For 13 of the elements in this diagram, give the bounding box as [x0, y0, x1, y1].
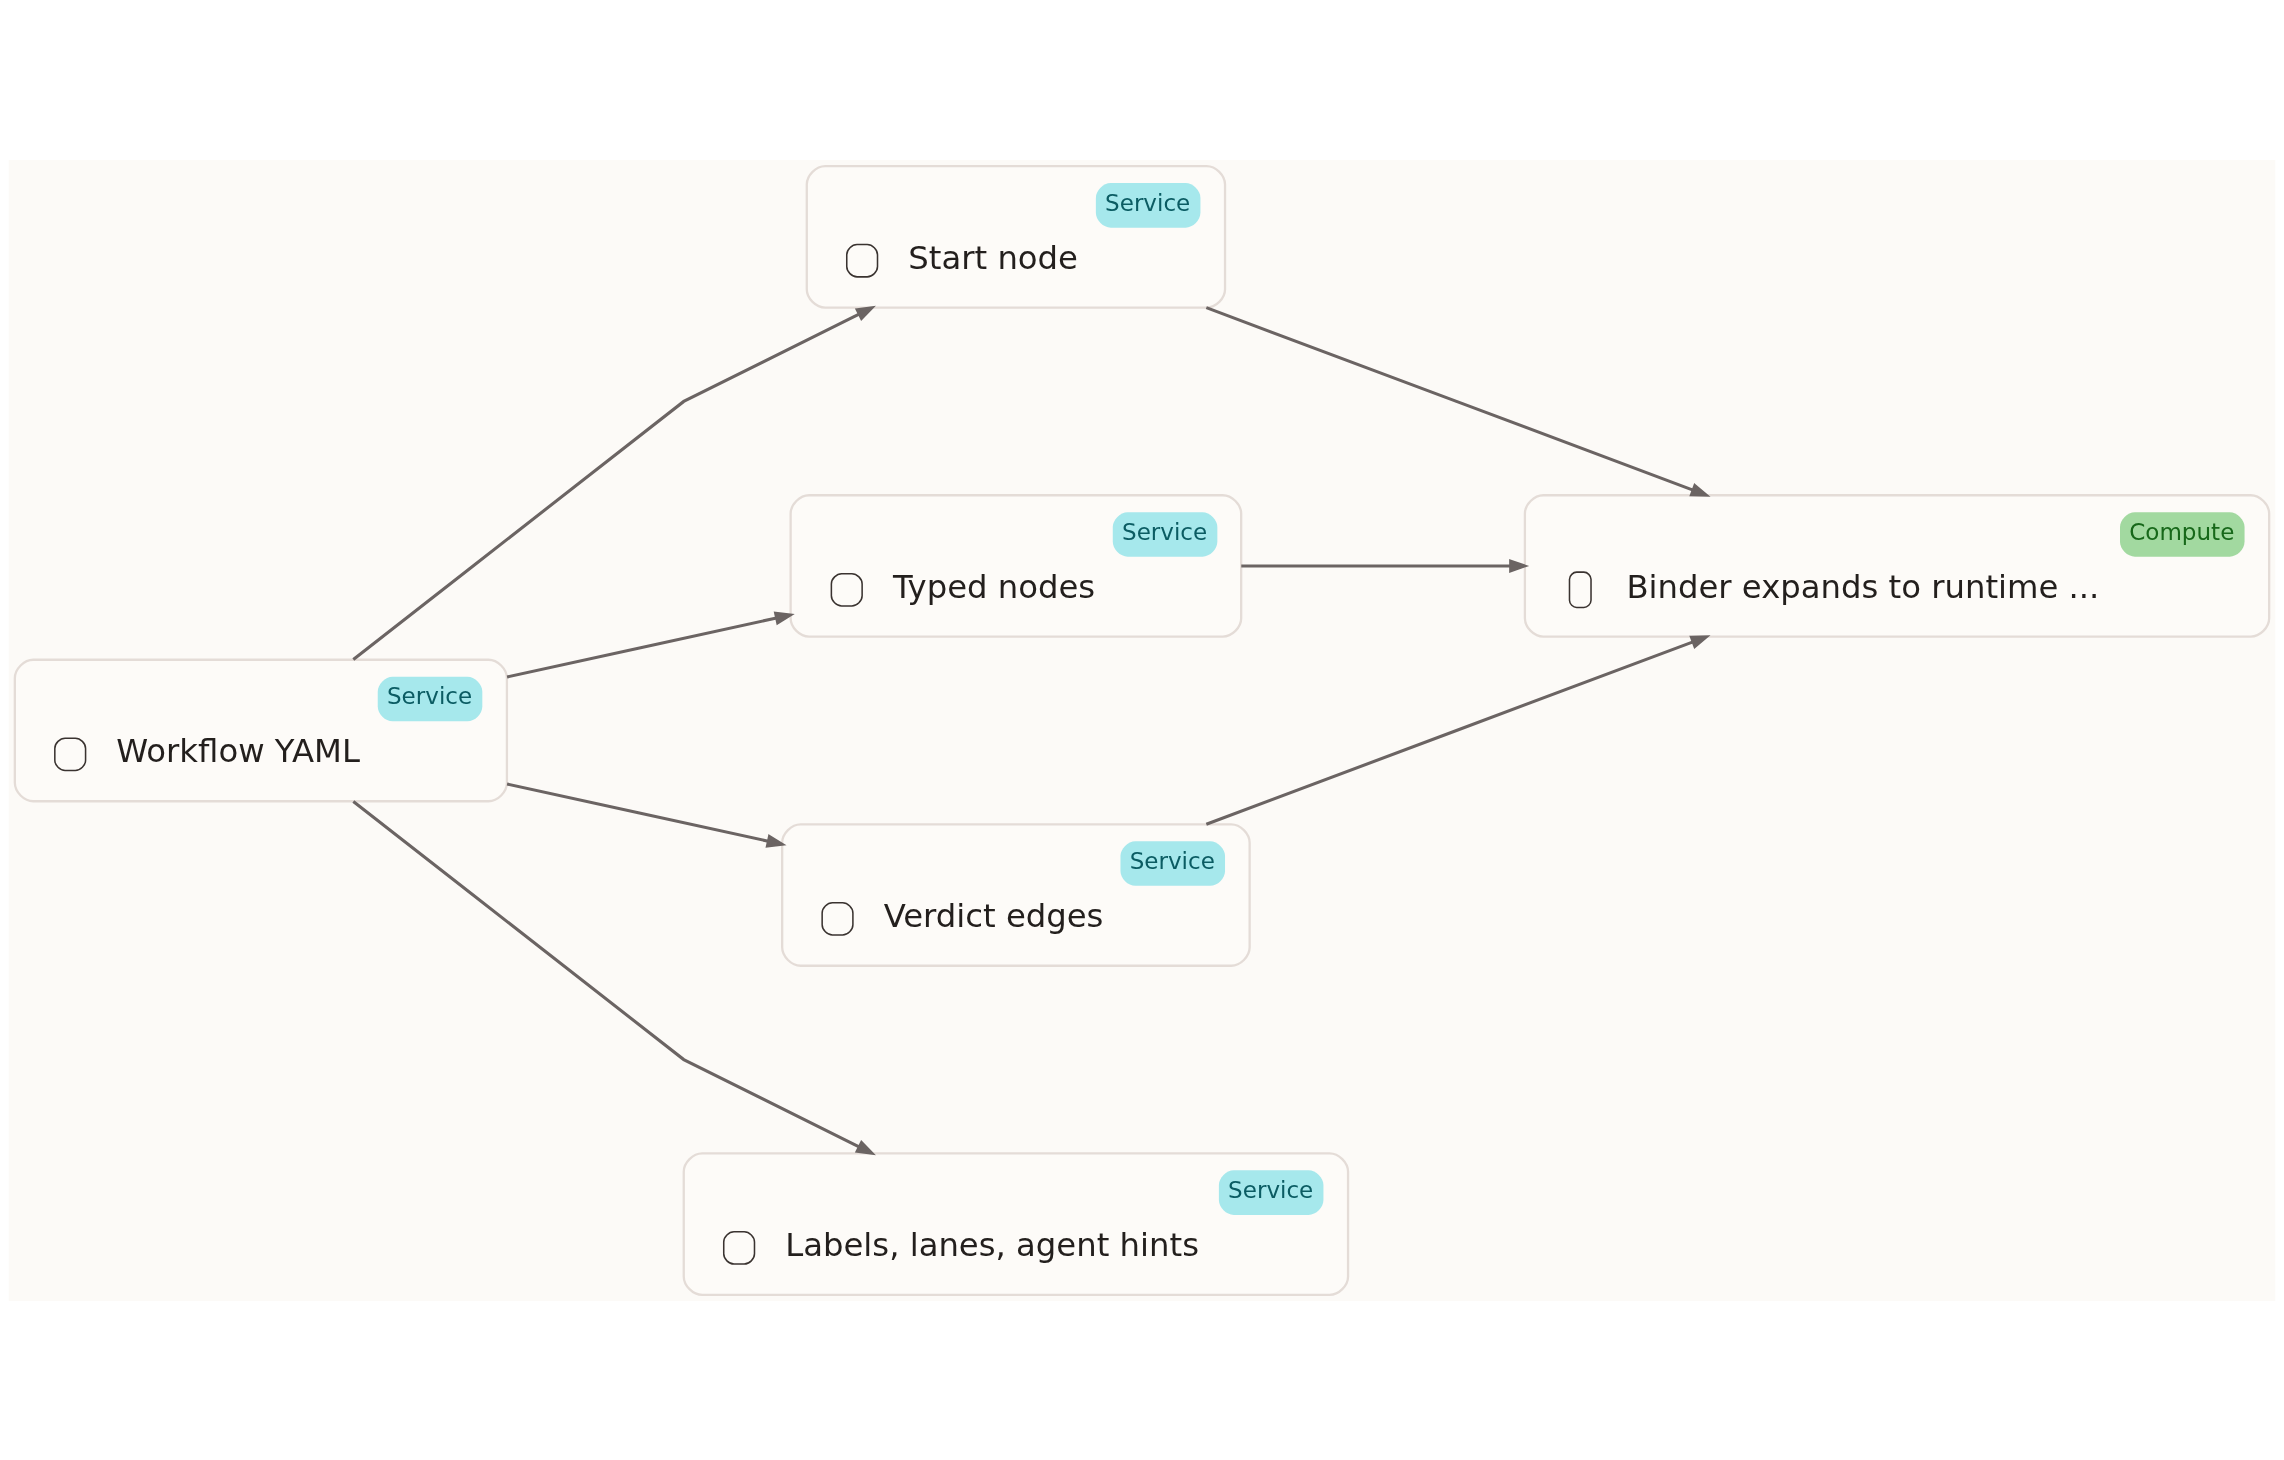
node-box: Service Verdict edges	[781, 822, 1251, 967]
arrow	[1241, 558, 1530, 573]
arrow	[1205, 634, 1711, 826]
arrow	[352, 305, 876, 661]
arrow	[352, 799, 876, 1155]
arrow	[1205, 305, 1711, 497]
arrow	[506, 782, 787, 848]
node-box: Service Start node	[805, 164, 1227, 309]
node-box: Service Workflow YAML	[13, 658, 509, 802]
node-box: Compute Binder expands to runtime ...	[1523, 493, 2271, 638]
node-box: Service Typed nodes	[789, 493, 1243, 638]
node-box: Service Labels, lanes, agent hints	[682, 1151, 1350, 1296]
arrow	[506, 610, 795, 678]
